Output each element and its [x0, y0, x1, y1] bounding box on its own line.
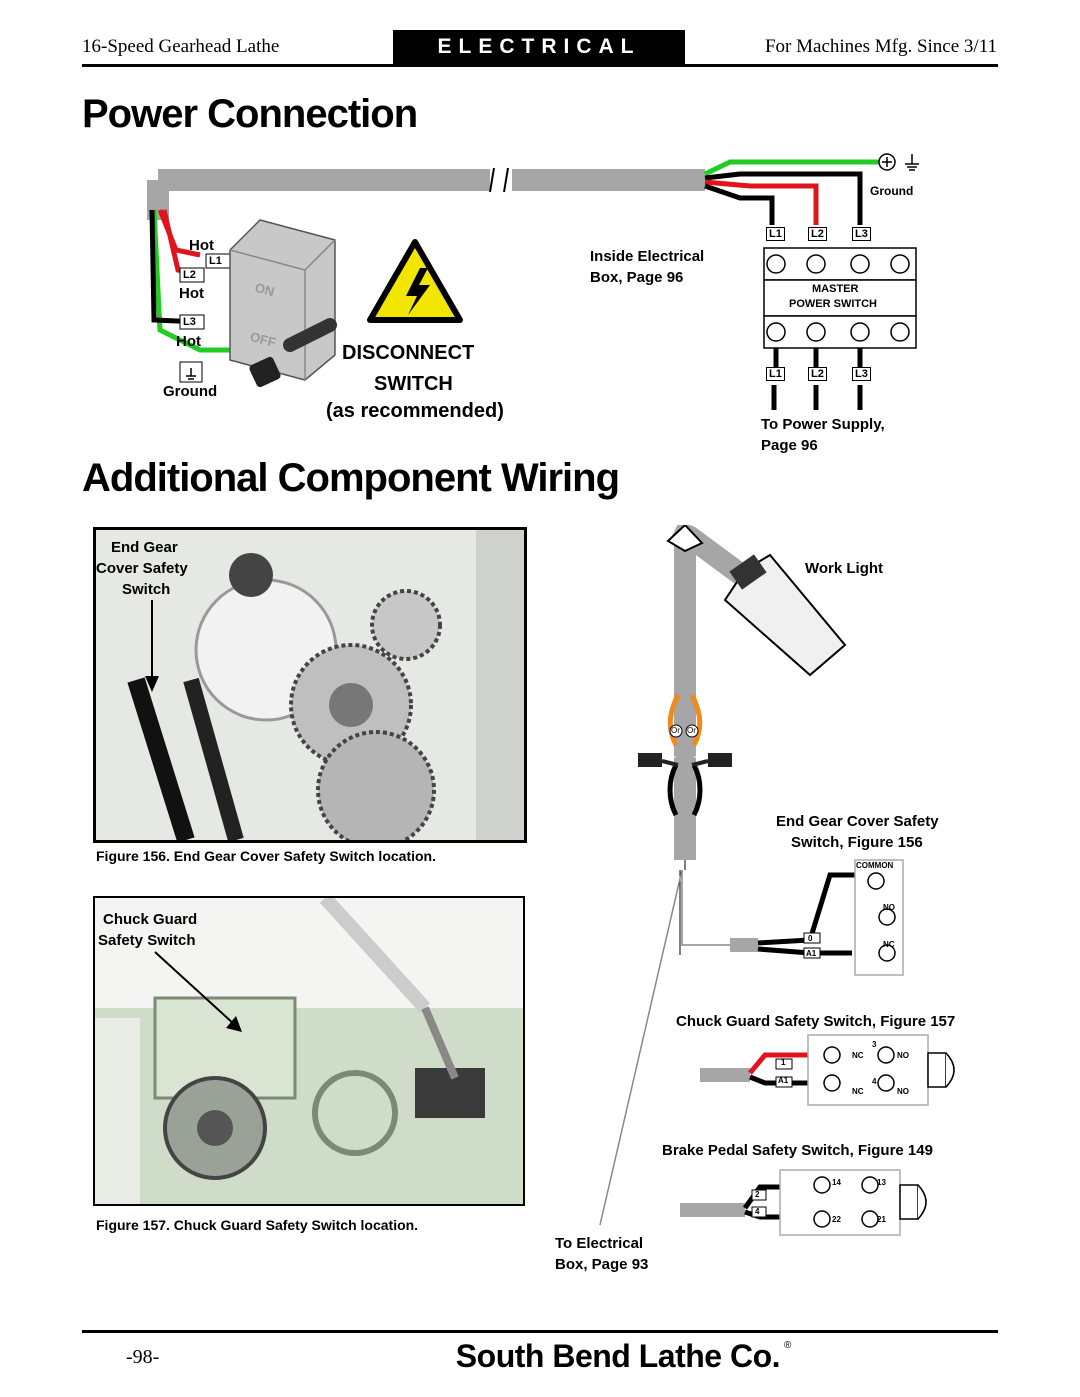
component-wiring-title: Additional Component Wiring — [82, 456, 620, 500]
master-bot-l3: L3 — [852, 367, 871, 381]
bp-22: 22 — [832, 1215, 841, 1224]
header-machine-date: For Machines Mfg. Since 3/11 — [764, 36, 997, 57]
switch-label: SWITCH — [374, 373, 453, 395]
figure-156-caption: Figure 156. End Gear Cover Safety Switch… — [96, 848, 436, 864]
l3-label: L3 — [183, 316, 196, 328]
hot-label-1: Hot — [189, 237, 214, 254]
inside-electrical-label-1: Inside Electrical — [590, 248, 705, 265]
cg-nc-bot: NC — [852, 1087, 864, 1096]
footer-rule — [82, 1330, 998, 1333]
bp-term-2: 2 — [755, 1190, 760, 1199]
bp-14: 14 — [832, 1178, 841, 1187]
end-gear-switch-label-2: Switch, Figure 156 — [791, 834, 923, 851]
as-recommended-label: (as recommended) — [326, 400, 504, 422]
end-gear-switch-label-1: End Gear Cover Safety — [776, 813, 939, 830]
disconnect-label: DISCONNECT — [342, 342, 475, 364]
master-bot-l2: L2 — [808, 367, 827, 381]
l2-label: L2 — [183, 269, 196, 281]
bp-13: 13 — [877, 1178, 886, 1187]
power-connection-diagram — [147, 153, 919, 410]
cg-4: 4 — [872, 1077, 877, 1086]
fig156-label-3: Switch — [122, 581, 171, 598]
cg-no-top: NO — [897, 1051, 909, 1060]
cg-term-a1: A1 — [778, 1076, 789, 1085]
ground-label-right: Ground — [870, 184, 914, 198]
work-light-lamp — [723, 553, 847, 677]
hot-label-2: Hot — [179, 285, 204, 302]
master-label-1: MASTER — [812, 283, 859, 295]
to-electrical-label-1: To Electrical — [555, 1235, 644, 1252]
ground-wire-left — [151, 209, 240, 353]
bp-term-4: 4 — [755, 1207, 760, 1216]
brand-logo: South Bend Lathe Co. — [455, 1338, 781, 1374]
brake-pedal-switch-label: Brake Pedal Safety Switch, Figure 149 — [662, 1142, 933, 1159]
or-label-1: Or — [671, 726, 680, 735]
chuck-guard-switch-label: Chuck Guard Safety Switch, Figure 157 — [676, 1013, 956, 1030]
or-label-2: Or — [687, 726, 696, 735]
fig157-label-2: Safety Switch — [98, 932, 196, 949]
cg-no-bot: NO — [897, 1087, 909, 1096]
ground-wire-right — [703, 159, 880, 177]
master-label-2: POWER SWITCH — [789, 298, 877, 310]
bp-21: 21 — [877, 1215, 886, 1224]
end-gear-term-a1: A1 — [806, 949, 817, 958]
disconnect-switch-box — [229, 219, 336, 381]
work-light-label: Work Light — [805, 560, 884, 577]
header-manual-title: 16-Speed Gearhead Lathe — [82, 36, 280, 57]
page-number: -98- — [126, 1346, 160, 1368]
component-wiring-diagram — [599, 525, 955, 1236]
figure-157-photo — [93, 896, 525, 1206]
l1-label: L1 — [209, 255, 222, 267]
chuck-guard-switch-body — [807, 1034, 929, 1106]
header-section-band: ELECTRICAL — [393, 30, 685, 64]
registered-mark-icon: ® — [784, 1340, 792, 1351]
master-bot-l1: L1 — [766, 367, 785, 381]
figure-156-photo — [93, 527, 527, 843]
master-top-l3: L3 — [852, 227, 871, 241]
hot-label-3: Hot — [176, 333, 201, 350]
no-terminal-label: NO — [883, 903, 895, 912]
master-top-l2: L2 — [808, 227, 827, 241]
cg-3: 3 — [872, 1040, 877, 1049]
fig157-pointer-arrow — [154, 951, 242, 1032]
nc-terminal-label: NC — [883, 940, 895, 949]
ground-label-left: Ground — [163, 383, 218, 400]
to-power-supply-label-1: To Power Supply, — [761, 416, 885, 433]
fig156-label-1: End Gear — [111, 539, 178, 556]
disconnect-handle — [283, 318, 337, 352]
to-power-supply-label-2: Page 96 — [761, 437, 818, 454]
cg-nc-top: NC — [852, 1051, 864, 1060]
master-top-l1: L1 — [766, 227, 785, 241]
to-electrical-label-2: Box, Page 93 — [555, 1256, 649, 1273]
power-connection-title: Power Connection — [82, 92, 418, 136]
end-gear-term-0: 0 — [808, 934, 813, 943]
brake-pedal-switch-body — [779, 1169, 901, 1236]
master-switch-bottom-terminals — [763, 315, 917, 349]
inside-electrical-label-2: Box, Page 96 — [590, 269, 684, 286]
header-rule — [82, 64, 998, 67]
common-terminal-label: COMMON — [856, 861, 894, 870]
cg-term-1: 1 — [781, 1058, 786, 1067]
fig156-label-2: Cover Safety — [96, 560, 188, 577]
fig156-pointer-arrow — [145, 600, 159, 692]
figure-157-caption: Figure 157. Chuck Guard Safety Switch lo… — [96, 1217, 419, 1233]
fig157-label-1: Chuck Guard — [103, 911, 198, 928]
